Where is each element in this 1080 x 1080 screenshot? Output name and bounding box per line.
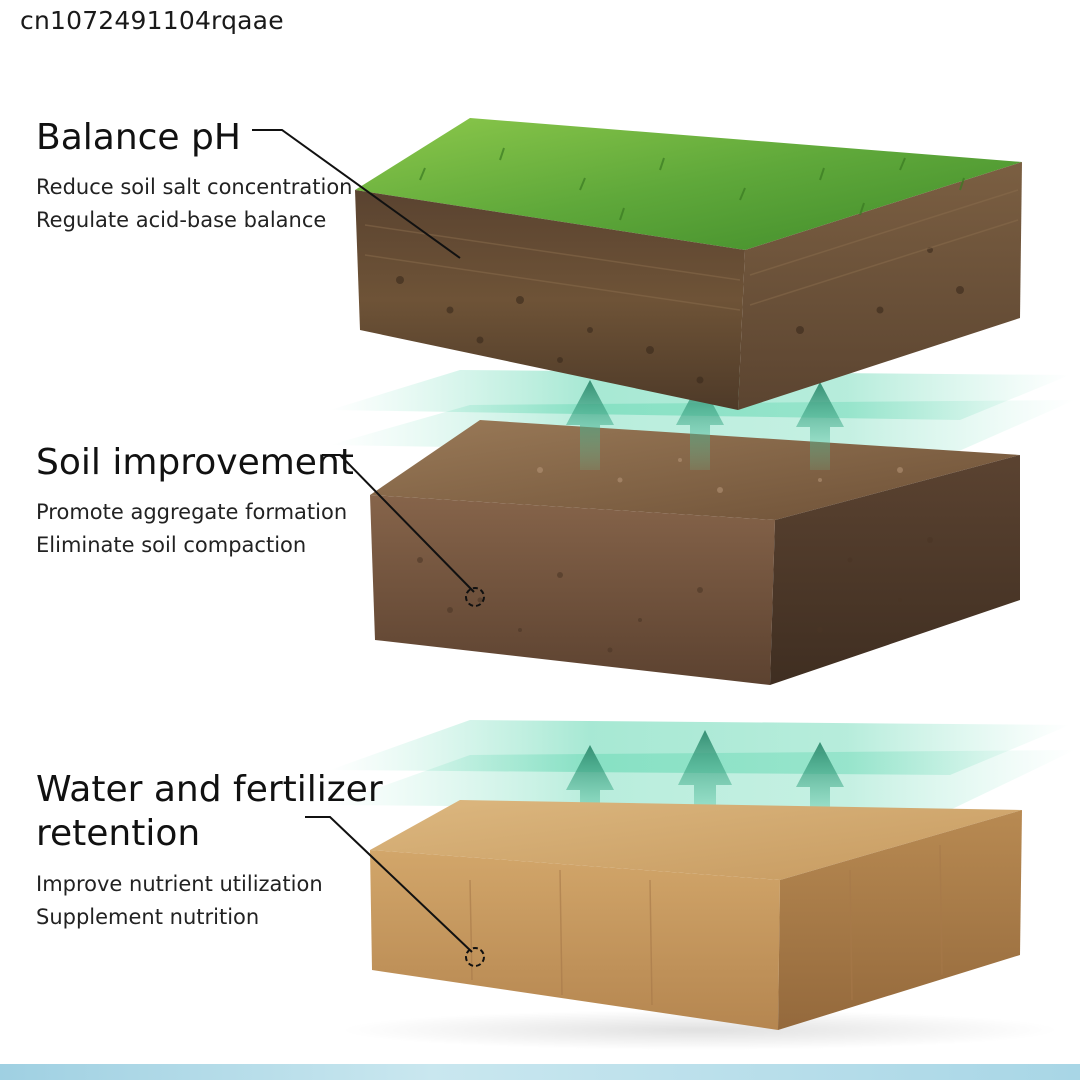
water-fertilizer-line-2: Supplement nutrition [36,905,260,929]
water-fertilizer-heading-line-2: retention [36,813,201,854]
leader-line-water-retention [305,816,473,953]
balance-ph-line-1: Reduce soil salt concentration [36,175,353,199]
sandy-soil-block [340,800,1060,1050]
water-fertilizer-line-1: Improve nutrient utilization [36,872,323,896]
soil-improvement-line-1: Promote aggregate formation [36,500,348,524]
grass-topsoil-block [355,118,1022,410]
leader-line-soil-improvement [322,454,475,593]
pointer-marker-water-retention [465,947,485,967]
soil-improvement-heading: Soil improvement [36,442,354,483]
balance-ph-line-2: Regulate acid-base balance [36,208,327,232]
balance-ph-heading: Balance pH [36,117,241,158]
product-code: cn1072491104rqaae [20,6,284,35]
water-fertilizer-heading-line-1: Water and fertilizer [36,769,383,810]
upward-arrows-lower [566,730,844,835]
soil-improvement-line-2: Eliminate soil compaction [36,533,307,557]
leader-line-balance-ph [252,129,461,259]
bottom-color-bar [0,1064,1080,1080]
pointer-marker-soil-improvement [465,587,485,607]
